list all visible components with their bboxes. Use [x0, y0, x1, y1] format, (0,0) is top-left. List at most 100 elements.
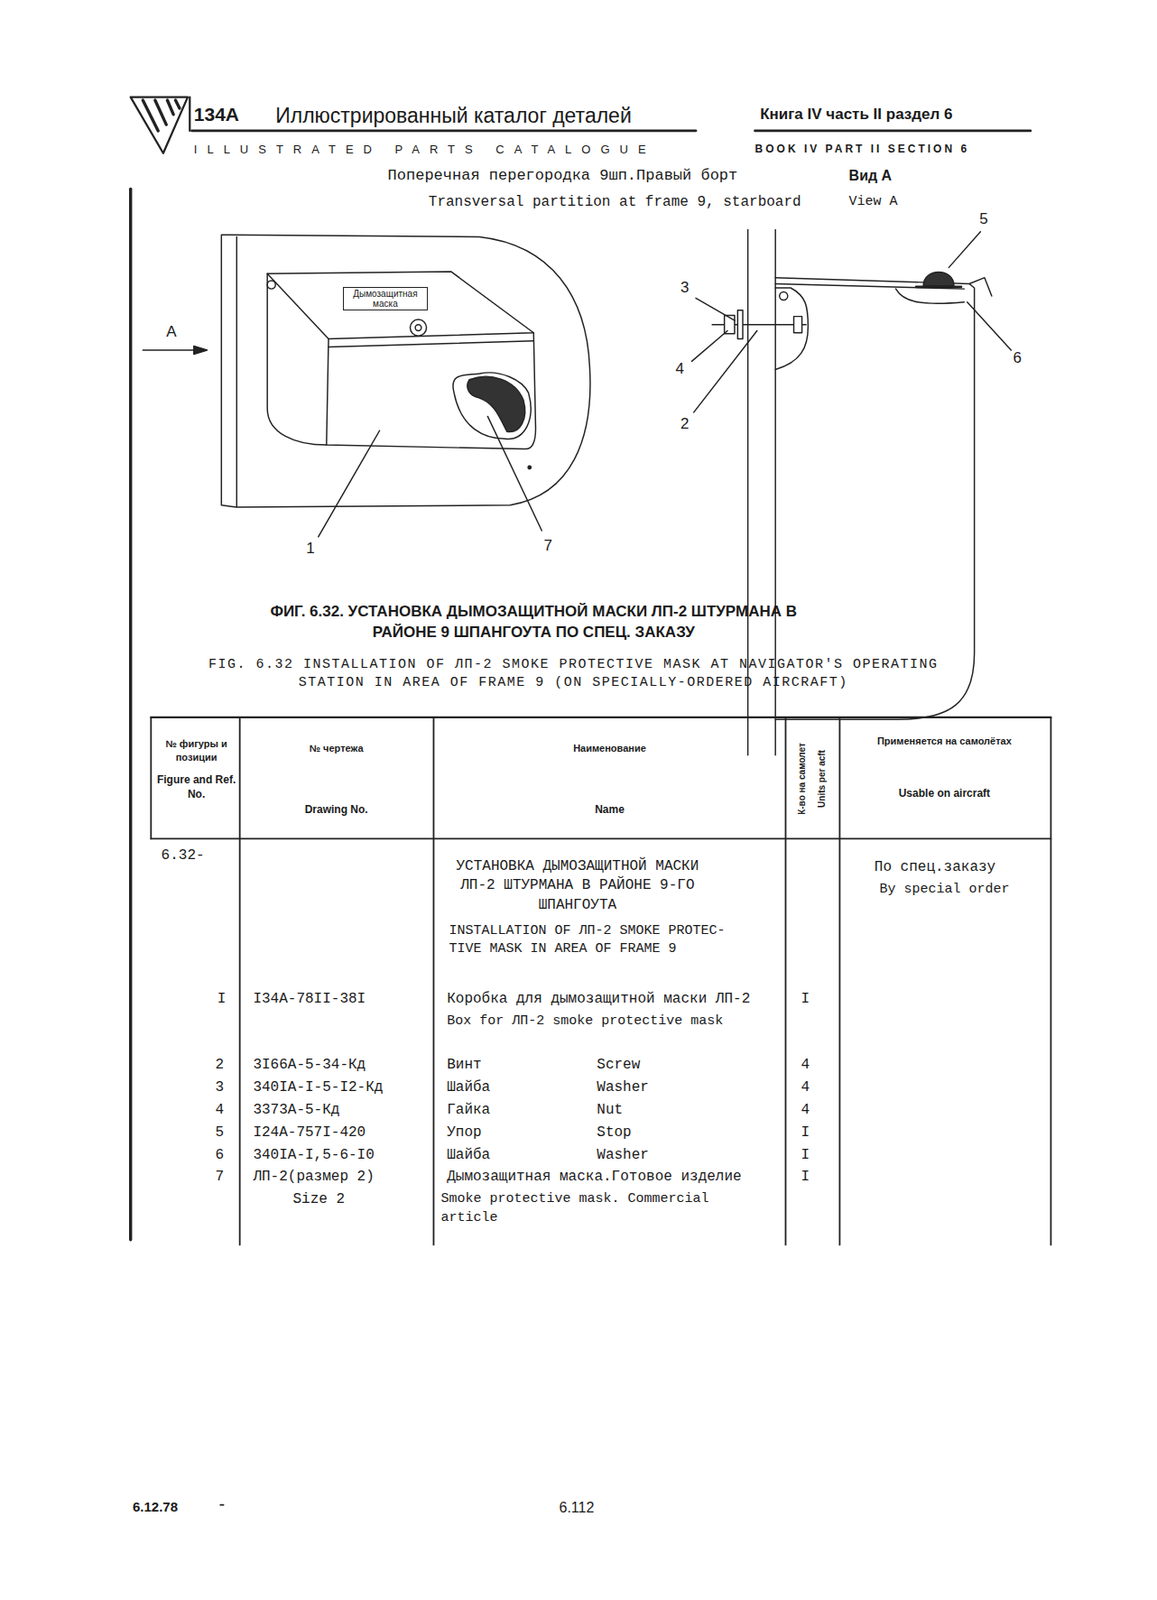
page-number: 6.112: [559, 1498, 595, 1518]
margin-bar: [129, 188, 132, 1240]
part-name-en: Washer: [596, 1146, 649, 1167]
inner-curve: [896, 288, 965, 304]
callout-number: 4: [675, 359, 684, 380]
part-name-en: Smoke protective mask. Commercial articl…: [440, 1190, 739, 1228]
part-name: Шайба: [446, 1146, 491, 1167]
stop-washer: [916, 285, 962, 288]
logo-mark: [130, 97, 188, 154]
table-rule: [150, 838, 1051, 841]
leader-line: [318, 430, 380, 537]
part-name-en: Screw: [596, 1055, 640, 1076]
table-rule: [150, 716, 1051, 719]
column-header: К-во на самолет: [796, 742, 809, 815]
applicability: По спец.заказу: [874, 858, 996, 879]
quantity: 4: [801, 1078, 811, 1099]
column-header: № чертежа: [240, 741, 434, 756]
part-name: Гайка: [446, 1101, 491, 1121]
drawing-number: 3I66A-5-34-Кд: [252, 1055, 366, 1076]
quantity: 4: [801, 1055, 811, 1076]
part-name-en: Box for ЛП-2 smoke protective mask: [446, 1012, 723, 1031]
ref-number: 4: [215, 1101, 225, 1121]
leader-line: [695, 297, 735, 321]
quantity: I: [801, 1146, 811, 1167]
quantity: 4: [801, 1101, 811, 1121]
page-frame: [130, 97, 1031, 1506]
catalogue-number: 134А: [194, 101, 240, 128]
column-header-en: Figure and Ref. No.: [153, 772, 241, 802]
lid-latch-core: [415, 324, 422, 332]
callout-number: 7: [544, 536, 553, 557]
rivet: [779, 292, 788, 301]
stop: [923, 271, 954, 286]
book-reference-en: BOOK IV PART II SECTION 6: [755, 141, 970, 157]
quantity: I: [801, 1123, 811, 1144]
figure-caption-en: FIG. 6.32 INSTALLATION OF ЛП-2 SMOKE PRO…: [178, 656, 969, 694]
part-name: Дымозащитная маска.Готовое изделие: [446, 1167, 741, 1188]
plate-text: Дымозащитная маска: [349, 288, 422, 309]
view-arrow-letter: А: [166, 322, 176, 343]
part-name: Коробка для дымозащитной маски ЛП-2: [446, 990, 750, 1010]
leader-line: [967, 302, 1012, 351]
callout-number: 6: [1013, 348, 1022, 370]
parts-table: [150, 717, 1051, 1245]
column-header-en: Usable on aircraft: [839, 786, 1049, 801]
column-header: Применяется на самолётах: [839, 734, 1049, 749]
mask-inside: [467, 376, 526, 432]
dot: [527, 465, 531, 469]
leader-line: [487, 416, 542, 531]
quantity: I: [801, 1167, 811, 1188]
callout-number: 5: [979, 209, 988, 231]
ref-number: 2: [215, 1055, 225, 1076]
view-title: Поперечная перегородка 9шп.Правый борт: [388, 166, 739, 187]
book-reference: Книга IV часть II раздел 6: [759, 104, 953, 126]
lid-clip: [969, 277, 992, 297]
viewing-cutout: [453, 372, 531, 440]
view-name: Вид А: [849, 166, 893, 186]
catalogue-title-en: ILLUSTRATED PARTS CATALOGUE: [194, 141, 657, 158]
part-name: Упор: [446, 1123, 482, 1144]
footer-dash: [220, 1504, 223, 1507]
drawing-number: I24A-757I-420: [252, 1123, 366, 1144]
view-name-en: View A: [849, 193, 898, 212]
ref-number: 7: [215, 1167, 225, 1188]
column-header: № фигуры и позиции: [153, 737, 241, 765]
screw-head: [794, 316, 803, 334]
ref-number: 6: [215, 1146, 225, 1167]
drawing-number: 340IA-I,5-6-I0: [252, 1146, 374, 1167]
view-arrow: [142, 349, 196, 351]
assembly-name-en: INSTALLATION OF ЛП-2 SMOKE PROTEC- TIVE …: [448, 922, 756, 960]
ref-number: 3: [215, 1078, 225, 1099]
part-name-en: Washer: [596, 1078, 649, 1099]
label-plate: Дымозащитная маска: [342, 286, 428, 311]
quantity: I: [801, 990, 811, 1010]
bracket: [775, 287, 808, 370]
part-name-en: Stop: [596, 1123, 631, 1144]
drawing-number: ЛП-2(размер 2): [252, 1167, 374, 1188]
part-name: Шайба: [446, 1078, 491, 1099]
figure-caption: ФИГ. 6.32. УСТАНОВКА ДЫМОЗАЩИТНОЙ МАСКИ …: [267, 601, 800, 644]
view-title-en: Transversal partition at frame 9, starbo…: [428, 193, 802, 213]
box-front: [326, 333, 537, 450]
callout-number: 1: [305, 538, 315, 560]
catalogue-title: Иллюстрированный каталог деталей: [275, 101, 632, 130]
column-header-en: Drawing No.: [240, 802, 434, 817]
header-rule: [192, 129, 1031, 132]
lid-latch: [409, 319, 426, 336]
leader-line: [948, 231, 981, 269]
box-lid: [267, 271, 534, 340]
applicability-en: By special order: [879, 880, 1010, 899]
view-arrowhead: [194, 345, 208, 354]
issue-date: 6.12.78: [132, 1498, 178, 1517]
assembly-name: УСТАНОВКА ДЫМОЗАЩИТНОЙ МАСКИ ЛП-2 ШТУРМА…: [448, 857, 706, 917]
drawing-size: Size 2: [293, 1190, 346, 1211]
box-profile: [775, 277, 974, 721]
lid-edge: [328, 341, 534, 348]
callout-number: 2: [680, 414, 689, 436]
ref-number: 5: [215, 1123, 225, 1144]
partition-view: [142, 234, 591, 537]
logo-stripes: [142, 100, 180, 131]
leader-line: [691, 330, 728, 361]
